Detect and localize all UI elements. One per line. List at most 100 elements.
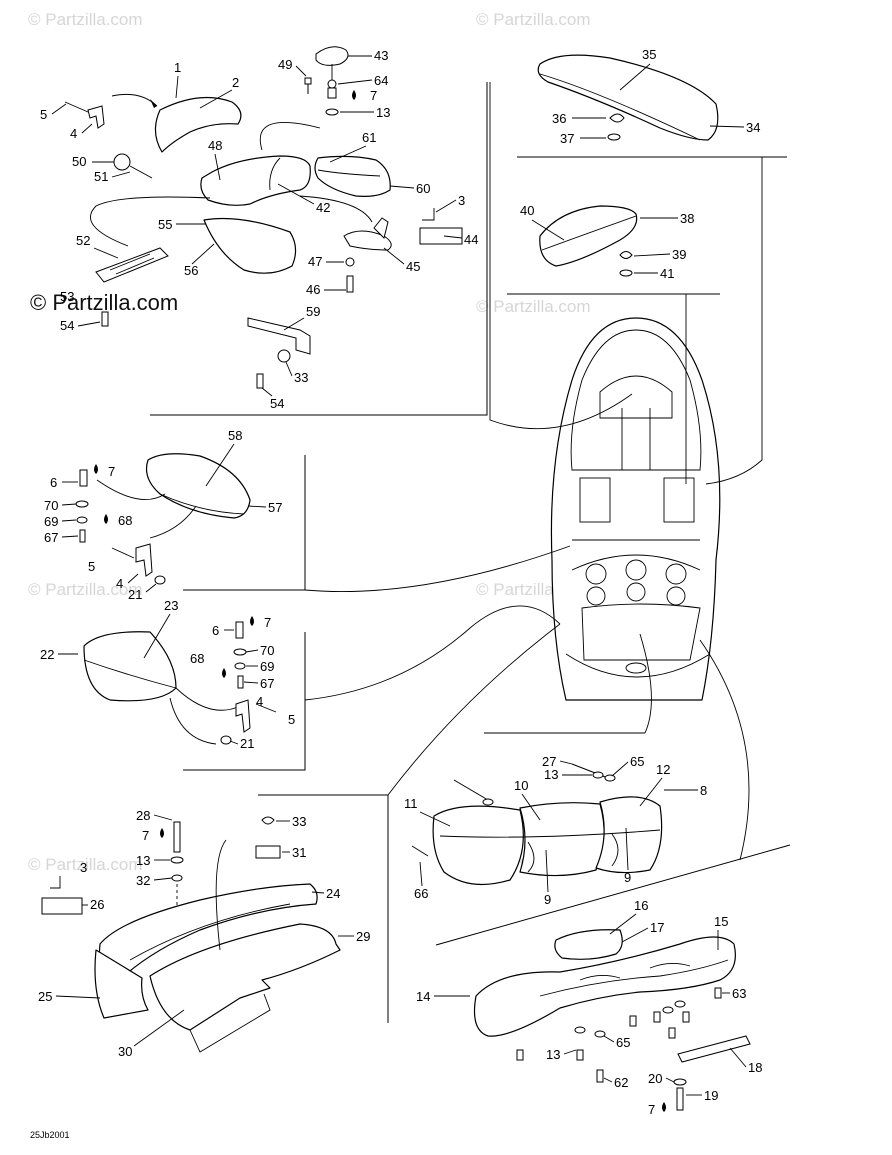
part-18-strap bbox=[677, 1035, 751, 1063]
callout-13: 13 bbox=[376, 105, 390, 120]
part-57-cushion bbox=[145, 453, 251, 519]
watermark-faint: © Partzilla.com bbox=[28, 10, 143, 29]
part-44-decal bbox=[419, 227, 463, 245]
callout-49: 49 bbox=[278, 57, 292, 72]
callout-3b: 3 bbox=[80, 860, 87, 875]
hull-outline bbox=[550, 317, 721, 701]
callout-25: 25 bbox=[38, 989, 52, 1004]
callout-23: 23 bbox=[164, 598, 178, 613]
hull-assembly bbox=[304, 82, 763, 861]
watermark-faint: © Partzilla.com bbox=[476, 297, 591, 316]
callout-45: 45 bbox=[406, 259, 420, 274]
callout-14: 14 bbox=[416, 989, 430, 1004]
part-17-pad bbox=[554, 929, 623, 960]
diagram-code: 25Jb2001 bbox=[30, 1130, 70, 1140]
part-26-decal bbox=[41, 897, 83, 915]
callout-47: 47 bbox=[308, 254, 322, 269]
part-12-cushion bbox=[595, 796, 663, 874]
part-25-bumper bbox=[94, 949, 149, 1019]
callout-21b: 21 bbox=[240, 736, 254, 751]
part-56-pad bbox=[203, 217, 297, 274]
callout-61: 61 bbox=[362, 130, 376, 145]
callout-66: 66 bbox=[414, 886, 428, 901]
callout-13c: 13 bbox=[544, 767, 558, 782]
callout-67b: 67 bbox=[260, 676, 274, 691]
callout-69b: 69 bbox=[260, 659, 274, 674]
callout-5b: 5 bbox=[88, 559, 95, 574]
callout-21: 21 bbox=[128, 587, 142, 602]
watermark-faint: © Partzilla.com bbox=[476, 10, 591, 29]
callout-57: 57 bbox=[268, 500, 282, 515]
callout-20: 20 bbox=[648, 1071, 662, 1086]
callout-4: 4 bbox=[70, 126, 77, 141]
part-4-clip bbox=[235, 699, 251, 733]
top-left-assembly bbox=[64, 46, 463, 389]
callout-28: 28 bbox=[136, 808, 150, 823]
callout-36: 36 bbox=[552, 111, 566, 126]
callout-10: 10 bbox=[514, 778, 528, 793]
callout-46: 46 bbox=[306, 282, 320, 297]
part-15-seat bbox=[473, 936, 736, 1037]
part-34-seat bbox=[537, 54, 719, 141]
part-11-cushion bbox=[432, 805, 524, 886]
callout-8: 8 bbox=[700, 783, 707, 798]
watermark-faint: © Partzilla.com bbox=[28, 580, 143, 599]
callout-42: 42 bbox=[316, 200, 330, 215]
callout-65b: 65 bbox=[616, 1035, 630, 1050]
part-60-cushion bbox=[314, 155, 391, 197]
callout-27: 27 bbox=[542, 754, 556, 769]
part-4-clip bbox=[87, 105, 105, 129]
part-30-panel bbox=[149, 923, 341, 1031]
callout-69: 69 bbox=[44, 514, 58, 529]
callout-64: 64 bbox=[374, 73, 388, 88]
watermark-main: © Partzilla.com bbox=[30, 290, 178, 315]
callout-63: 63 bbox=[732, 986, 746, 1001]
callout-labels: 1 2 5 4 50 51 48 61 60 42 3 44 55 56 52 … bbox=[38, 47, 762, 1117]
part-50-knob bbox=[113, 153, 131, 171]
callout-11: 11 bbox=[404, 796, 418, 811]
callout-2: 2 bbox=[232, 75, 239, 90]
callout-70: 70 bbox=[44, 498, 58, 513]
callout-7d: 7 bbox=[142, 828, 149, 843]
section-separators bbox=[150, 82, 791, 1023]
part-59-bracket bbox=[247, 317, 311, 355]
callout-17: 17 bbox=[650, 920, 664, 935]
callout-18: 18 bbox=[748, 1060, 762, 1075]
callout-26: 26 bbox=[90, 897, 104, 912]
part-38-seat bbox=[539, 205, 638, 267]
middle-left-assembly bbox=[75, 453, 277, 745]
part-4-clip bbox=[135, 543, 153, 577]
callout-37: 37 bbox=[560, 131, 574, 146]
callout-13d: 13 bbox=[546, 1047, 560, 1062]
callout-3: 3 bbox=[458, 193, 465, 208]
bottom-right-assembly bbox=[411, 763, 751, 1111]
callout-44: 44 bbox=[464, 232, 478, 247]
callout-56: 56 bbox=[184, 263, 198, 278]
callout-9b: 9 bbox=[624, 870, 631, 885]
callout-5: 5 bbox=[40, 107, 47, 122]
bottom-left-assembly bbox=[41, 816, 341, 1053]
callout-50: 50 bbox=[72, 154, 86, 169]
callout-7e: 7 bbox=[648, 1102, 655, 1117]
callout-9: 9 bbox=[544, 892, 551, 907]
callout-5c: 5 bbox=[288, 712, 295, 727]
callout-39: 39 bbox=[672, 247, 686, 262]
callout-7c: 7 bbox=[264, 615, 271, 630]
callout-51: 51 bbox=[94, 169, 108, 184]
callout-4b: 4 bbox=[116, 576, 123, 591]
callout-1: 1 bbox=[174, 60, 181, 75]
part-10-cushion bbox=[519, 802, 605, 877]
callout-54b: 54 bbox=[270, 396, 284, 411]
part-43-latch bbox=[315, 46, 349, 66]
callout-16: 16 bbox=[634, 898, 648, 913]
callout-54: 54 bbox=[60, 318, 74, 333]
callout-7b: 7 bbox=[108, 464, 115, 479]
callout-31: 31 bbox=[292, 845, 306, 860]
callout-65: 65 bbox=[630, 754, 644, 769]
top-right-assembly bbox=[537, 54, 719, 277]
callout-55: 55 bbox=[158, 217, 172, 232]
callout-52: 52 bbox=[76, 233, 90, 248]
part-45-bracket bbox=[343, 230, 392, 251]
callout-24: 24 bbox=[326, 886, 340, 901]
callout-32: 32 bbox=[136, 873, 150, 888]
